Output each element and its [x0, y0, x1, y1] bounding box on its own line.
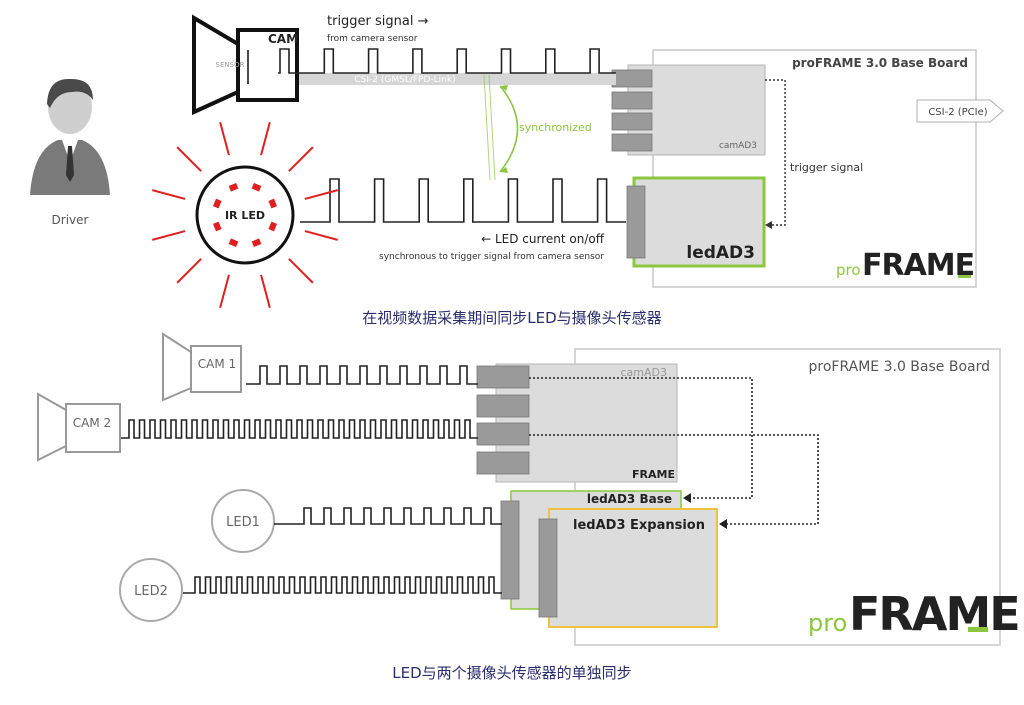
- cam2-trigger-route: [529, 434, 819, 525]
- sync-arc: [499, 85, 519, 173]
- ir-ray: [176, 258, 202, 284]
- led1-circle: [211, 489, 275, 553]
- sync-guide-line: [483, 74, 491, 181]
- top-logo-underline: [958, 275, 971, 278]
- ir-led-dot: [251, 182, 262, 192]
- ir-ray: [219, 274, 230, 308]
- trigger-signal-label: trigger signal: [790, 161, 863, 174]
- ledad3-base-label: ledAD3 Base: [587, 492, 672, 506]
- bottom-logo-underline: [968, 627, 988, 632]
- ir-ray: [219, 122, 230, 156]
- caption-top: 在视频数据采集期间同步LED与摄像头传感器: [362, 309, 662, 327]
- driver-label: Driver: [52, 213, 89, 227]
- ledad3-expansion-connector: [538, 518, 558, 618]
- csi-link-band: [298, 73, 616, 85]
- ir-led-rays: [152, 122, 338, 308]
- caption-bottom: LED与两个摄像头传感器的单独同步: [392, 664, 632, 682]
- led1-label: LED1: [226, 515, 260, 530]
- ir-ray: [176, 146, 202, 172]
- top-logo-frame: FRAME: [862, 248, 974, 283]
- bottom-baseboard-title: proFRAME 3.0 Base Board: [809, 359, 990, 375]
- ir-ray: [152, 189, 186, 200]
- top-camad3-connector: [611, 91, 653, 110]
- top-cam-label: CAM: [268, 32, 298, 46]
- led-current-waveform: [300, 178, 626, 223]
- csi-out-label: CSI-2 (PCIe): [928, 107, 987, 118]
- top-camad3-connector: [611, 69, 653, 88]
- trigger-waveform: [278, 48, 616, 74]
- cam1-trigger-arrowhead: [683, 493, 691, 503]
- led-current-label: ← LED current on/off: [481, 232, 605, 246]
- cam1-waveform: [246, 365, 478, 385]
- csi-out-arrow: [916, 99, 1004, 123]
- sync-arrowhead: [500, 85, 508, 91]
- led2-waveform: [183, 576, 502, 594]
- ir-led-dot: [268, 198, 278, 209]
- led-current-subtitle: synchronous to trigger signal from camer…: [379, 252, 604, 262]
- ledad3-expansion-label: ledAD3 Expansion: [573, 518, 705, 533]
- bottom-camad3-connector: [476, 394, 530, 418]
- top-ledad3-box: [632, 176, 766, 268]
- ir-ray: [288, 146, 314, 172]
- ir-ray: [260, 122, 271, 156]
- ir-led-label: IR LED: [225, 209, 265, 222]
- sync-arrowhead: [500, 167, 508, 173]
- cam1-trigger-route: [529, 377, 753, 499]
- ir-led-dot: [212, 221, 222, 232]
- ir-led-dots: [212, 182, 278, 248]
- trigger-subtitle: from camera sensor: [327, 34, 418, 44]
- ir-ray: [288, 258, 314, 284]
- ledad3-base-connector: [500, 500, 520, 600]
- top-camad3-label: camAD3: [719, 141, 757, 151]
- top-baseboard-title: proFRAME 3.0 Base Board: [792, 56, 968, 70]
- trigger-dotted-line: [765, 79, 786, 226]
- cam1-camera-icon: [162, 332, 242, 402]
- trigger-arrowhead: [765, 221, 772, 229]
- top-ledad3-connector: [626, 185, 646, 259]
- ir-ray: [304, 230, 338, 241]
- led2-label: LED2: [134, 584, 168, 599]
- top-camera-icon: [192, 14, 299, 116]
- cam2-waveform: [121, 419, 478, 439]
- cam2-camera-icon: [37, 392, 121, 462]
- top-camad3-connector: [611, 133, 653, 152]
- sync-guide-line: [488, 74, 496, 181]
- csi-link-label: CSI-2 (GMSL/FPD-Link): [354, 75, 455, 85]
- led1-waveform: [274, 507, 502, 525]
- trigger-title: trigger signal →: [327, 14, 429, 29]
- ir-led-dot: [251, 238, 262, 248]
- ir-led-circle: [195, 165, 295, 265]
- bottom-logo-frame: FRAME: [849, 587, 1019, 641]
- cam2-label: CAM 2: [73, 416, 111, 430]
- ir-ray: [304, 189, 338, 200]
- ir-ray: [260, 274, 271, 308]
- led2-circle: [119, 558, 183, 622]
- bottom-camad3-label: camAD3: [621, 366, 668, 379]
- ir-ray: [152, 230, 186, 241]
- synchronized-label: synchronized: [519, 121, 592, 134]
- top-sensor-label: SENSOR: [216, 61, 245, 69]
- top-ledad3-label: ledAD3: [686, 243, 755, 263]
- bottom-camad3-connector: [476, 451, 530, 475]
- ir-led-dot: [268, 221, 278, 232]
- bottom-camad3-mini-logo: FRAME: [632, 468, 675, 481]
- cam1-label: CAM 1: [198, 357, 236, 371]
- ledad3-expansion-box: [548, 508, 718, 628]
- top-logo-pro: pro: [836, 261, 861, 279]
- driver-icon: [30, 78, 110, 195]
- ir-led-dot: [212, 198, 222, 209]
- bottom-logo-pro: pro: [808, 609, 847, 637]
- cam2-trigger-arrowhead: [719, 519, 727, 529]
- bottom-camad3-connector: [476, 365, 530, 389]
- ir-led-dot: [228, 238, 239, 248]
- bottom-camad3-connector: [476, 422, 530, 446]
- ir-led-dot: [228, 182, 239, 192]
- top-camad3-connector: [611, 112, 653, 131]
